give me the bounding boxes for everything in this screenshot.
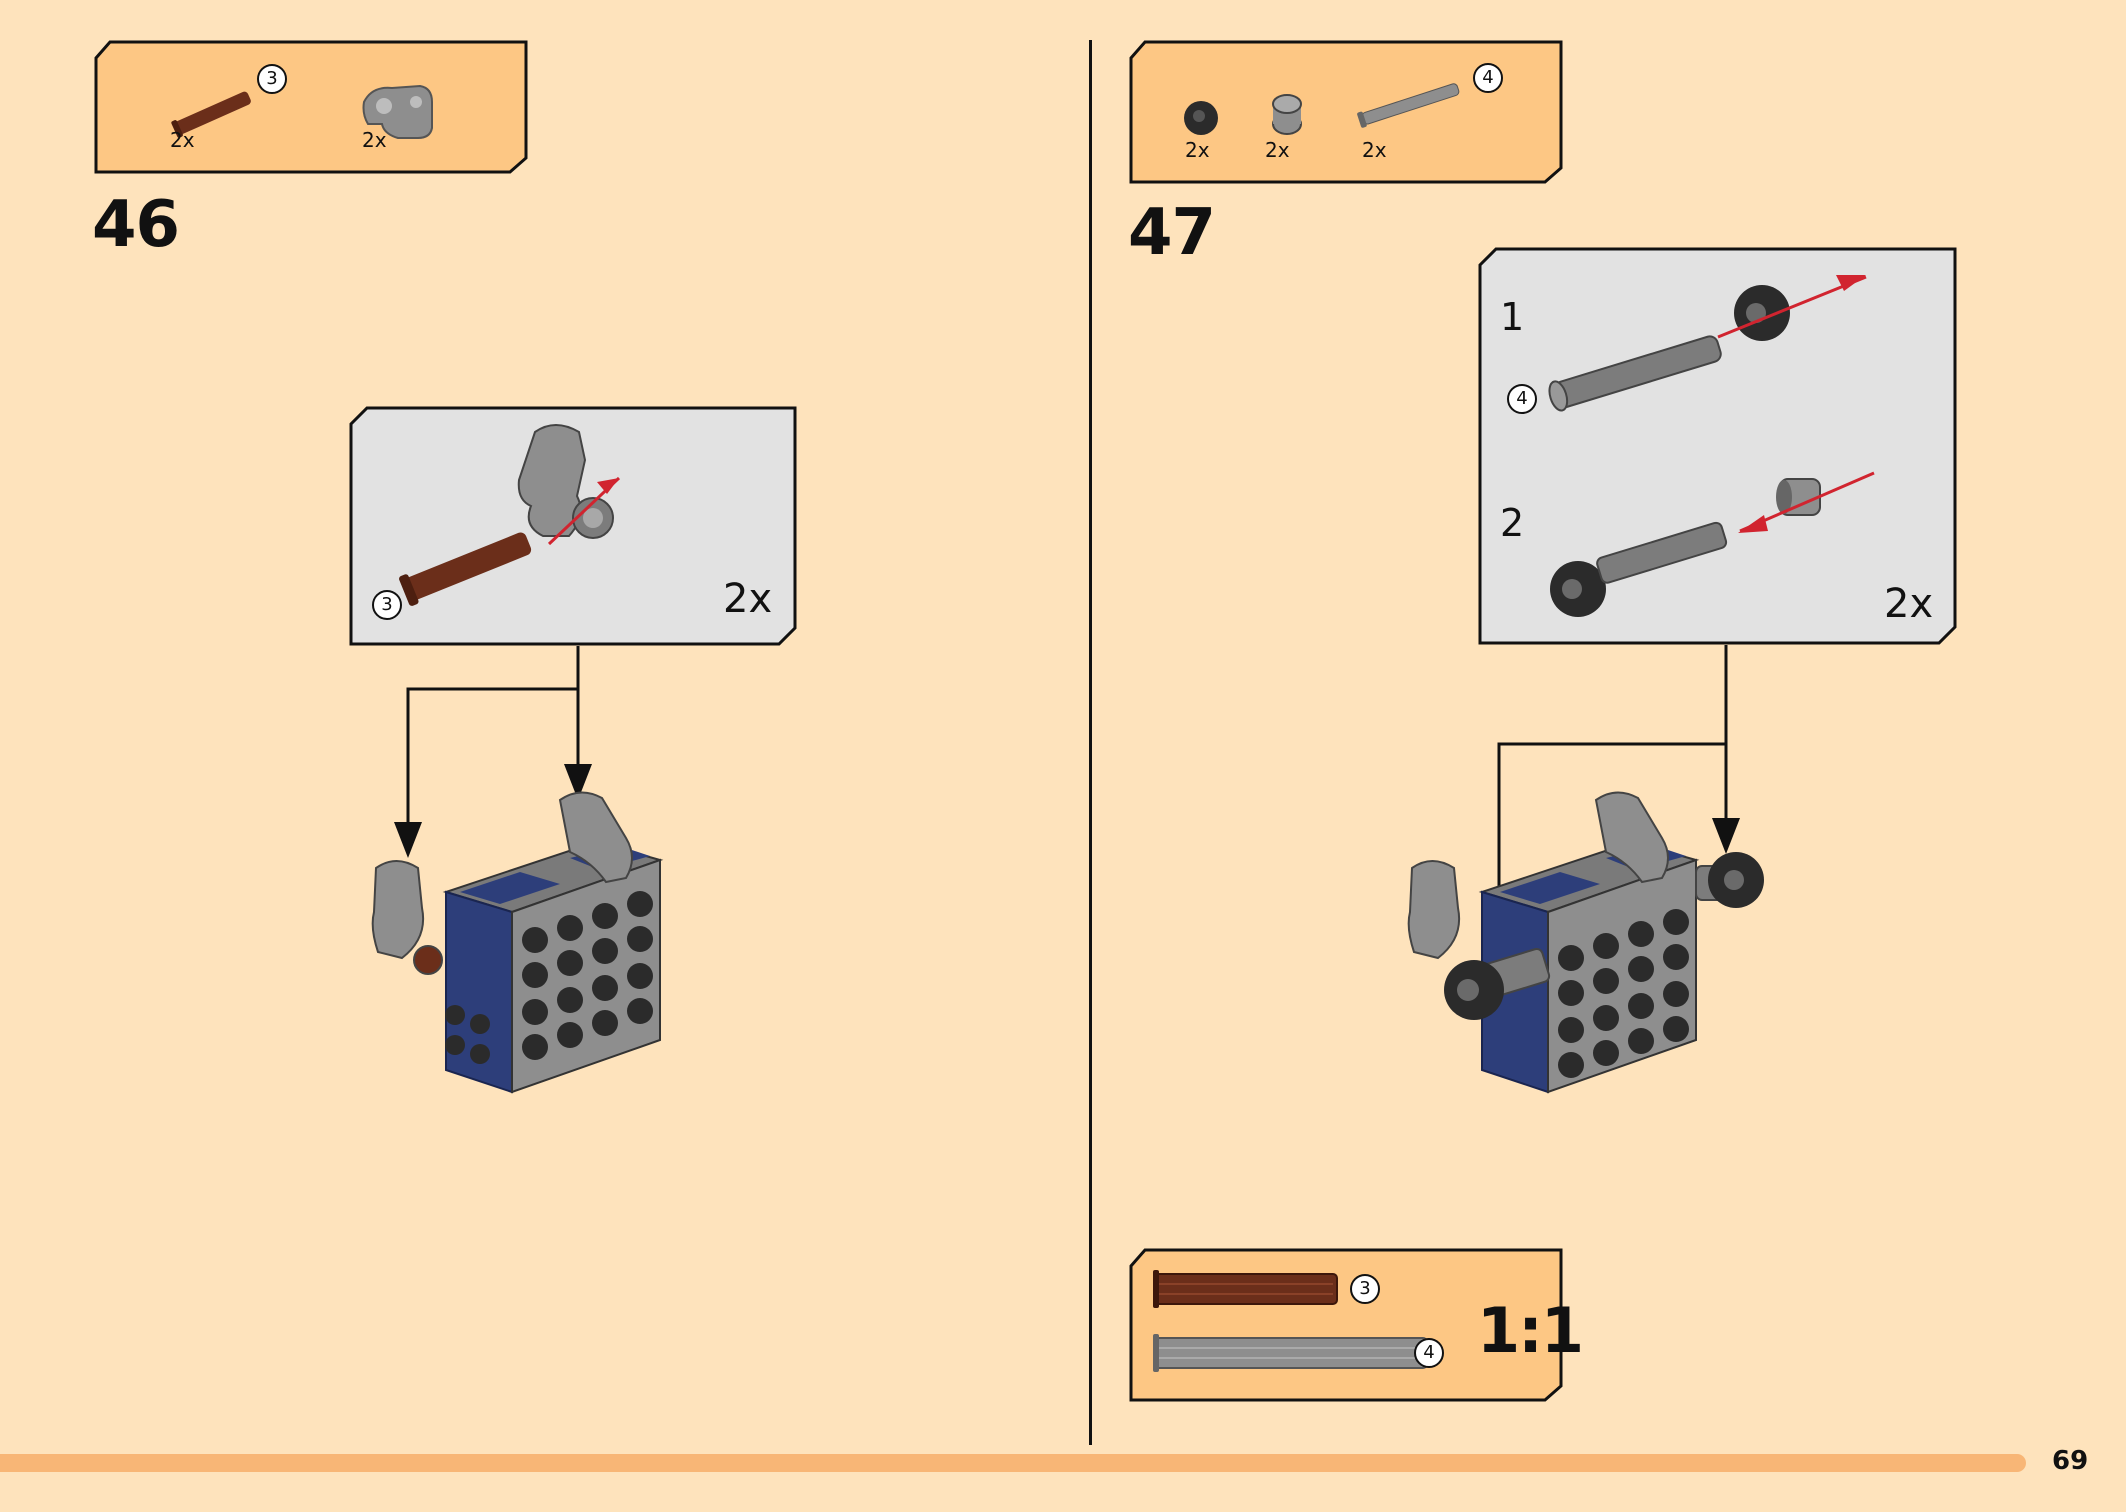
subassembly-callout-number: 3 [372,590,402,620]
substep-number: 1 [1500,295,1525,339]
part-qty: 2x [1265,138,1290,162]
parts-box-step-47: 4 2x 2x 2x [1129,40,1563,184]
substep-number: 2 [1500,501,1525,545]
bush-onto-axle-icon [1550,471,1875,617]
part-callout: 3 [257,64,287,94]
subassembly-multiplier: 2x [723,576,773,622]
arrow-head [1712,818,1740,854]
subassembly-callout-number: 4 [1507,384,1537,414]
parts-box-frame [94,40,528,174]
part-qty: 2x [1185,138,1210,162]
arrow-head [394,822,422,858]
scale-ratio: 1:1 [1477,1294,1584,1367]
parts-box-step-46: 3 2x 2x [94,40,528,174]
step-number: 47 [1128,196,1216,270]
gray-bush-icon [1272,94,1302,135]
page-divider [1089,40,1092,1445]
scale-box: 3 4 1:1 [1129,1248,1584,1402]
page-number: 69 [2052,1446,2089,1476]
subassembly-multiplier: 2x [1884,581,1934,627]
gray-connector-icon [362,84,433,139]
gray-axle-icon [1357,83,1460,128]
black-ball-joint-icon [1184,101,1218,135]
axle-into-ball-icon [1548,275,1867,412]
subassembly-frame [1478,247,1957,645]
arrow-head [564,764,592,800]
scale-callout: 4 [1414,1338,1444,1368]
parts-box-frame [1129,40,1563,184]
brown-axle-pin-icon [171,91,251,138]
part-qty: 2x [362,128,387,152]
part-qty: 2x [1362,138,1387,162]
part-qty: 2x [170,128,195,152]
subassembly-callout-47: 1 4 2 2x [1478,247,1957,645]
connector-with-pin-icon [399,424,621,606]
scale-callout: 3 [1350,1274,1380,1304]
step-number: 46 [92,188,180,262]
arrow-lines [406,646,580,828]
page-footer-bar [0,1454,2026,1472]
subassembly-callout-46: 3 2x [349,406,797,646]
part-callout: 4 [1473,63,1503,93]
brown-axle-pin-scale-icon [1153,1270,1338,1308]
